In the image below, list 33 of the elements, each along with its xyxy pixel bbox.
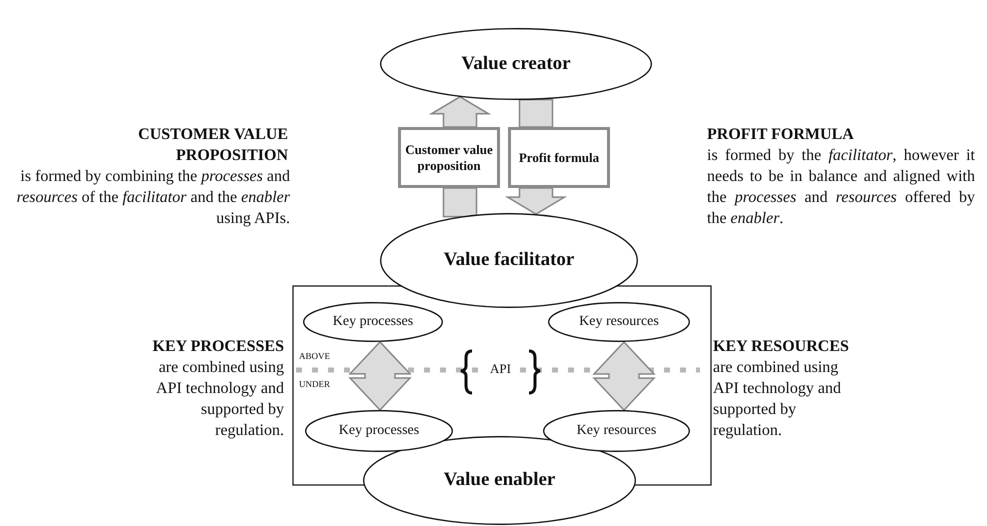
heading-text: PROFIT FORMULA <box>707 125 855 145</box>
node-label: Key resources <box>576 422 658 440</box>
ellipse-node <box>303 302 443 342</box>
block-arrow <box>518 98 554 128</box>
ellipse-node <box>380 213 638 308</box>
ellipse-node <box>305 410 453 452</box>
block-arrow <box>592 340 656 411</box>
heading-text: KEY RESOURCES <box>713 337 850 357</box>
label-box <box>398 127 500 188</box>
node-label: Key resources <box>578 314 660 330</box>
description-text: is formed by the facilitator, however it needs to be in balance and aligned with the processes and resources offered by the enabler. <box>707 146 975 229</box>
small-label: ABOVE <box>299 351 330 362</box>
small-label: UNDER <box>299 379 330 390</box>
description-text: is formed by combining the processes and resources of the facilitator and the enabler using APIs. <box>16 167 290 229</box>
description-text: are combined using API technology and supported by regulation. <box>155 358 284 441</box>
node-label: Value facilitator <box>442 249 576 272</box>
node-label: Key processes <box>338 422 420 440</box>
node-label: Value enabler <box>442 469 556 492</box>
node-label: Customer value proposition <box>404 142 494 174</box>
node-label: Profit formula <box>518 150 600 166</box>
node-label: Key processes <box>332 314 414 330</box>
label-box <box>508 127 610 188</box>
block-arrow <box>428 96 492 128</box>
block-arrow <box>504 187 568 215</box>
heading-text: KEY PROCESSES <box>152 337 284 357</box>
block-arrow <box>442 187 478 218</box>
ellipse-node <box>548 302 690 342</box>
ellipse-node <box>363 436 636 525</box>
block-arrow <box>348 340 412 411</box>
ellipse-node <box>380 28 652 100</box>
description-text: are combined using API technology and supported by regulation. <box>713 358 842 441</box>
node-label: Value creator <box>460 52 572 76</box>
ellipse-node <box>543 410 690 452</box>
